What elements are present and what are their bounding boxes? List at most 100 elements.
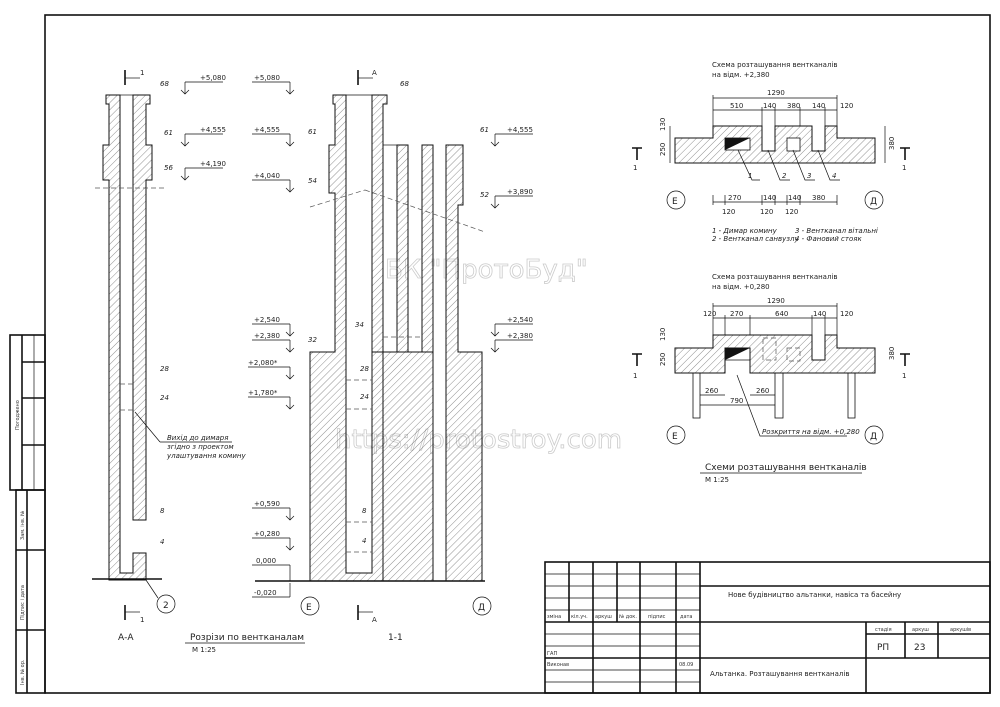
project-name: Нове будівництво альтанки, навіса та бас…: [728, 591, 901, 599]
axis-d-label: Д: [478, 603, 485, 613]
dimension: 140: [763, 102, 776, 110]
legend-item: 3 - Вентканал вітальні: [795, 227, 878, 235]
axis-e-label: Е: [672, 197, 678, 207]
legend-item: 1 - Димар комину: [712, 227, 778, 235]
callout: 4: [832, 172, 836, 180]
dimension: 380: [888, 347, 896, 360]
dimension: 120: [785, 208, 798, 216]
date-value: 08.09: [679, 662, 693, 668]
stage-label: стадія: [875, 627, 892, 633]
legend-item: 4 - Фановий стояк: [795, 235, 862, 243]
row-label: 61: [164, 129, 173, 137]
stage-value: РП: [877, 643, 889, 653]
role-executed: Виконав: [547, 662, 569, 668]
header-sign: підпис: [648, 614, 666, 620]
row-label: 24: [160, 394, 169, 402]
dimension: 140: [812, 102, 825, 110]
dimension: 260: [756, 387, 769, 395]
dimension: 270: [728, 194, 741, 202]
row-label: 34: [355, 321, 364, 329]
elevation-label: -0,020: [254, 589, 277, 597]
sheet-title: Альтанка. Розташування вентканалів: [710, 670, 849, 678]
section-mark: 1: [902, 372, 906, 380]
section-mark: 1: [902, 164, 906, 172]
section-11-label: 1-1: [388, 633, 403, 643]
watermark-company: БК "ПротоБуд": [385, 255, 588, 285]
callout: 2: [782, 172, 787, 180]
plan2-title: Схема розташування вентканалів: [712, 273, 838, 281]
row-label: 56: [164, 164, 173, 172]
elevation-label: +0,590: [254, 500, 280, 508]
elevations-11-right: +4,555 +3,890 +2,540 +2,380: [490, 126, 533, 353]
elevation-label: +4,555: [507, 126, 533, 134]
note-line: Вихід до димаря: [167, 434, 228, 442]
dimension: 130: [659, 118, 667, 131]
note-line: улаштування комину: [166, 452, 246, 460]
plan1-subtitle: на відм. +2,380: [712, 71, 770, 79]
section-mark-top: 1: [140, 69, 144, 77]
elevation-label: +4,040: [254, 172, 280, 180]
dimension: 130: [659, 328, 667, 341]
axis-d-label: Д: [870, 432, 877, 442]
elevation-label: +2,080*: [248, 359, 278, 367]
row-label: 52: [480, 191, 489, 199]
stamp-inv-label: Інв. № ор.: [20, 659, 26, 685]
elevations-11-left: +5,080 +4,555 +4,040 +2,540 +2,380 +2,08…: [248, 74, 295, 598]
dimension: 250: [659, 143, 667, 156]
dimension: 140: [763, 194, 776, 202]
row-label: 4: [160, 538, 164, 546]
side-stamp: Погоджено Зам. інв. № Підпис і дата Інв.…: [9, 334, 46, 694]
callout: 3: [807, 172, 811, 180]
row-label: 4: [362, 537, 366, 545]
plan-2380: Схема розташування вентканалів на відм. …: [632, 61, 910, 243]
axis-bubble-e: [300, 596, 320, 616]
note-line: згідно з проектом: [167, 443, 234, 451]
row-label: 24: [360, 393, 369, 401]
elevation-label: +5,080: [200, 74, 226, 82]
row-label: 54: [308, 177, 317, 185]
stamp-sign-label: Підпис і дата: [20, 585, 26, 620]
axis-2-label: 2: [163, 601, 169, 611]
row-label: 61: [480, 126, 489, 134]
elevation-label: +0,280: [254, 530, 280, 538]
elevation-label: +2,540: [507, 316, 533, 324]
row-label: 32: [308, 336, 317, 344]
sheet-label: аркуш: [912, 627, 929, 633]
section-mark-bottom: 1: [140, 616, 144, 624]
elevation-label: +2,540: [254, 316, 280, 324]
elevation-label: +4,190: [200, 160, 226, 168]
sheets-label: аркушів: [950, 627, 971, 633]
stamp-approved-label: Погоджено: [15, 400, 21, 430]
dimension: 120: [760, 208, 773, 216]
dimension: 120: [840, 310, 853, 318]
axis-bubble-d: [472, 596, 492, 616]
plans-title: Схеми розташування вентканалів: [705, 463, 867, 473]
elevation-label: +5,080: [254, 74, 280, 82]
dimension: 1290: [767, 297, 785, 305]
header-change: зміна: [547, 614, 561, 620]
section-aa-label: А-А: [118, 633, 134, 643]
elevation-label: +2,380: [507, 332, 533, 340]
header-qty: кіл.уч.: [571, 614, 588, 620]
stamp-replace-label: Зам. інв. №: [20, 510, 26, 540]
dimension: 640: [775, 310, 788, 318]
opening-note: Розкриття на відм. +0,280: [762, 428, 860, 436]
section-mark: 1: [633, 164, 637, 172]
axis-d-label: Д: [870, 197, 877, 207]
dimension: 510: [730, 102, 743, 110]
elevation-label: +2,380: [254, 332, 280, 340]
plans-scale: М 1:25: [705, 476, 729, 484]
axis-bubble-2: [156, 594, 176, 614]
plan2-subtitle: на відм. +0,280: [712, 283, 770, 291]
header-sheet: аркуш: [595, 614, 612, 620]
dimension: 790: [730, 397, 743, 405]
dimension: 120: [722, 208, 735, 216]
dimension: 250: [659, 353, 667, 366]
plan1-title: Схема розташування вентканалів: [712, 61, 838, 69]
section-11: А А Е Д 1-1 68 61 54 34 32 28 24 8 4 61 …: [255, 69, 492, 643]
role-gap: ГАП: [547, 651, 557, 657]
header-doc: № док.: [619, 614, 637, 620]
axis-e-label: Е: [306, 603, 312, 613]
dimension: 120: [840, 102, 853, 110]
